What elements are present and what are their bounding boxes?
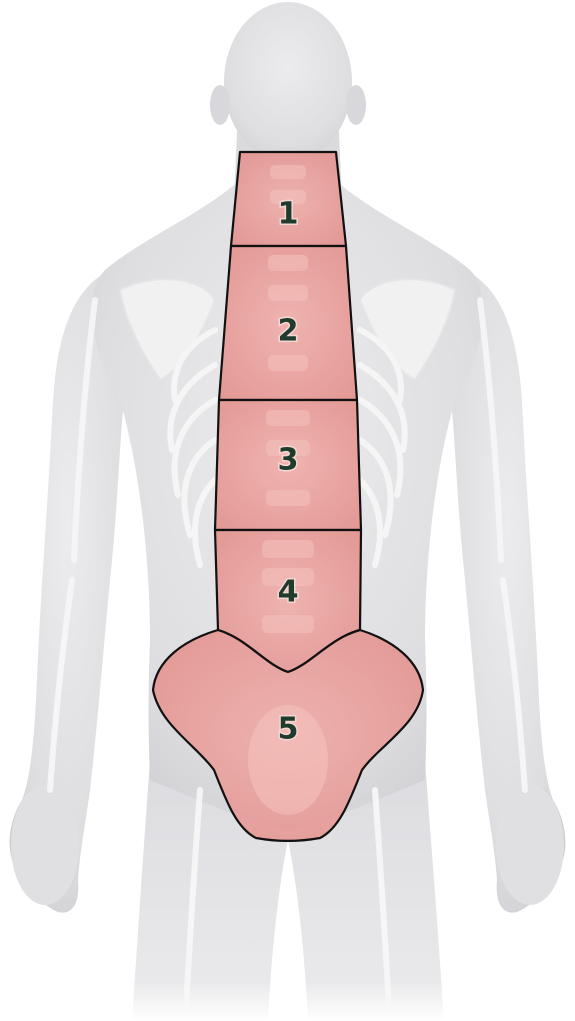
right-ear: [346, 85, 366, 125]
zone-1-label: 1: [278, 197, 299, 232]
head: [224, 2, 352, 162]
zone-2-label: 2: [278, 314, 299, 349]
zone-5-label: 5: [278, 712, 299, 747]
left-hand: [11, 785, 79, 905]
right-hand: [496, 785, 564, 905]
left-ear: [210, 85, 230, 125]
zone-3-label: 3: [278, 443, 299, 478]
zone-4-label: 4: [278, 575, 299, 610]
